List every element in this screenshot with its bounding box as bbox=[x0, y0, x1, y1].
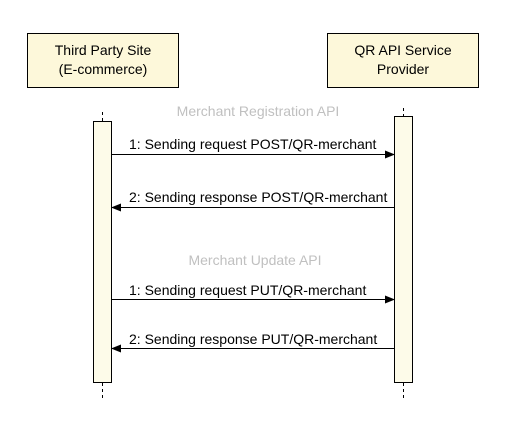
participant-left-line2: (E-commerce) bbox=[59, 61, 148, 77]
message-label: 2: Sending response POST/QR-merchant bbox=[129, 189, 387, 205]
message-registration-response: 2: Sending response POST/QR-merchant bbox=[111, 189, 394, 212]
section-label-merchant-update: Merchant Update API bbox=[188, 252, 321, 268]
participant-qr-api-service-provider: QR API Service Provider bbox=[327, 33, 479, 88]
participant-right-line2: Provider bbox=[377, 61, 429, 77]
message-update-response: 2: Sending response PUT/QR-merchant bbox=[111, 331, 394, 353]
participant-third-party-site: Third Party Site (E-commerce) bbox=[27, 33, 179, 88]
message-registration-request: 1: Sending request POST/QR-merchant bbox=[112, 136, 395, 159]
message-label: 1: Sending request POST/QR-merchant bbox=[129, 136, 377, 152]
activation-bar-left bbox=[93, 121, 112, 383]
message-label: 2: Sending response PUT/QR-merchant bbox=[129, 331, 377, 347]
participant-left-line1: Third Party Site bbox=[55, 42, 152, 58]
participant-right-line1: QR API Service bbox=[354, 42, 451, 58]
activation-bar-right bbox=[394, 116, 413, 383]
message-update-request: 1: Sending request PUT/QR-merchant bbox=[112, 282, 395, 304]
message-label: 1: Sending request PUT/QR-merchant bbox=[129, 282, 366, 298]
section-label-merchant-registration: Merchant Registration API bbox=[177, 103, 340, 119]
participant-box-left bbox=[27, 33, 179, 88]
participant-box-right bbox=[327, 33, 479, 88]
